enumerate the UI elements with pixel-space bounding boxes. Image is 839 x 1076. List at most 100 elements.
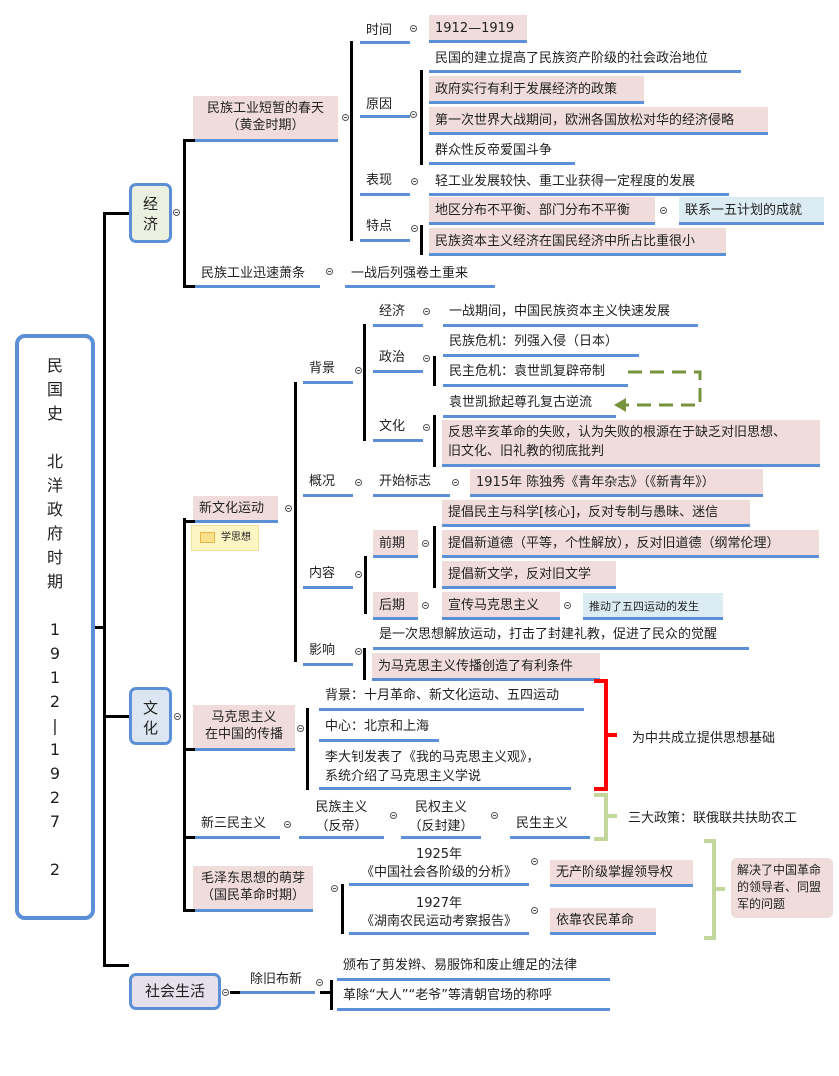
decline-node[interactable]: 民族工业迅速萧条 — [195, 261, 320, 288]
social-sub-node[interactable]: 除旧布新 — [240, 969, 315, 994]
root-char: 1 — [49, 620, 61, 639]
connector — [103, 715, 129, 718]
collapse-toggle[interactable] — [410, 25, 417, 32]
connector — [183, 748, 195, 751]
feature-note: 联系一五计划的成就 — [679, 197, 824, 225]
root-char: 北 — [46, 452, 63, 471]
category-economy[interactable]: 经济 — [129, 183, 172, 243]
time-label: 时间 — [360, 20, 410, 44]
social-item: 颁布了剪发辫、易服饰和废止缠足的法律 — [337, 955, 610, 981]
feature-label: 特点 — [360, 216, 410, 242]
cause-item: 政府实行有利于发展经济的政策 — [429, 76, 644, 104]
connector — [103, 964, 129, 967]
connector — [183, 520, 195, 523]
rights-line: （反封建） — [408, 819, 474, 834]
collapse-toggle[interactable] — [390, 812, 397, 819]
marxism-line: 李大钊发表了《我的马克思主义观》， — [325, 750, 540, 765]
collapse-toggle[interactable] — [297, 725, 304, 732]
root-char: 府 — [46, 524, 63, 543]
collapse-toggle[interactable] — [222, 989, 229, 996]
root-char — [19, 834, 91, 858]
connector — [230, 991, 240, 994]
collapse-toggle[interactable] — [326, 268, 333, 275]
connector — [183, 285, 195, 288]
mao-thought-node[interactable]: 毛泽东思想的萌芽 （国民革命时期） — [193, 866, 313, 912]
collapse-toggle[interactable] — [355, 648, 362, 655]
collapse-toggle[interactable] — [452, 479, 459, 486]
three-principles-node[interactable]: 新三民主义 — [195, 813, 280, 839]
root-char: 9 — [49, 764, 61, 783]
collapse-toggle[interactable] — [422, 540, 429, 547]
collapse-toggle[interactable] — [173, 209, 180, 216]
tag-label: 学思想 — [191, 525, 259, 551]
mao-title: 毛泽东思想的萌芽 — [200, 871, 305, 886]
marxism-item: 中心：北京和上海 — [319, 716, 439, 742]
category-culture[interactable]: 文化 — [129, 687, 172, 745]
connector — [433, 356, 436, 386]
root-char: 期 — [46, 572, 63, 591]
tag-text: 学思想 — [221, 532, 251, 543]
collapse-toggle[interactable] — [564, 602, 571, 609]
root-char: 2 — [49, 788, 61, 807]
collapse-toggle[interactable] — [423, 424, 430, 431]
connector — [420, 225, 423, 255]
collapse-toggle[interactable] — [491, 812, 498, 819]
bg-pol-item: 民族危机：列强入侵（日本） — [443, 331, 639, 357]
overview-label: 概况 — [303, 471, 353, 497]
connector — [433, 415, 436, 467]
connector — [330, 980, 333, 1010]
collapse-toggle[interactable] — [423, 355, 430, 362]
collapse-toggle[interactable] — [355, 571, 362, 578]
late-item: 宣传马克思主义 — [442, 592, 560, 620]
nationalism-line: 民族主义 — [315, 800, 368, 815]
mao-summary-line: 军的问题 — [737, 897, 786, 911]
trunk-line — [103, 212, 106, 966]
cause-item: 第一次世界大战期间，欧洲各国放松对华的经济侵略 — [429, 107, 768, 135]
root-char: 1 — [49, 668, 61, 687]
collapse-toggle[interactable] — [531, 858, 538, 865]
root-char: 9 — [49, 644, 61, 663]
marxism-node[interactable]: 马克思主义 在中国的传播 — [193, 705, 295, 751]
collapse-toggle[interactable] — [355, 479, 362, 486]
start-value: 1915年 陈独秀《青年杂志》（《新青年》） — [470, 469, 763, 497]
category-social-life[interactable]: 社会生活 — [129, 973, 221, 1010]
connector — [350, 41, 353, 241]
collapse-toggle[interactable] — [660, 207, 667, 214]
marxism-item: 李大钊发表了《我的马克思主义观》， 系统介绍了马克思主义学说 — [319, 746, 571, 790]
performance-value: 轻工业发展较快、重工业获得一定程度的发展 — [429, 168, 729, 196]
root-char: | — [52, 716, 58, 735]
collapse-toggle[interactable] — [423, 308, 430, 315]
rights-line: 民权主义 — [414, 800, 467, 815]
collapse-toggle[interactable] — [174, 713, 181, 720]
collapse-toggle[interactable] — [411, 178, 418, 185]
collapse-toggle[interactable] — [411, 225, 418, 232]
collapse-toggle[interactable] — [331, 885, 338, 892]
new-culture-node[interactable]: 新文化运动 — [193, 496, 278, 523]
feature-item: 地区分布不平衡、部门分布不平衡 — [429, 197, 655, 225]
collapse-toggle[interactable] — [355, 367, 362, 374]
root-char — [19, 426, 91, 450]
root-char: 2 — [49, 860, 61, 879]
collapse-toggle[interactable] — [285, 505, 292, 512]
collapse-toggle[interactable] — [410, 111, 417, 118]
collapse-toggle[interactable] — [284, 821, 291, 828]
early-item: 提倡新道德（平等，个性解放），反对旧道德（纲常伦理） — [442, 530, 819, 558]
collapse-toggle[interactable] — [342, 114, 349, 121]
bg-cul-line: 反思辛亥革命的失败，认为失败的根源在于缺乏对旧思想、 — [448, 425, 787, 440]
cause-item: 民国的建立提高了民族资产阶级的社会政治地位 — [429, 48, 741, 73]
connector — [433, 526, 436, 588]
collapse-toggle[interactable] — [422, 602, 429, 609]
root-char: 2 — [49, 692, 61, 711]
note-icon — [200, 531, 215, 543]
connector — [183, 139, 195, 142]
marxism-title: 马克思主义 — [211, 710, 277, 725]
marxism-summary: 为中共成立提供思想基础 — [632, 731, 776, 746]
collapse-toggle[interactable] — [531, 907, 538, 914]
golden-age-node[interactable]: 民族工业短暂的春天 （黄金时期） — [193, 96, 338, 142]
work-title: 《湖南农民运动考察报告》 — [360, 914, 517, 929]
bg-cul-item: 袁世凯掀起尊孔复古逆流 — [443, 392, 616, 418]
connector — [183, 518, 186, 912]
collapse-toggle[interactable] — [316, 979, 323, 986]
connector — [183, 909, 195, 912]
